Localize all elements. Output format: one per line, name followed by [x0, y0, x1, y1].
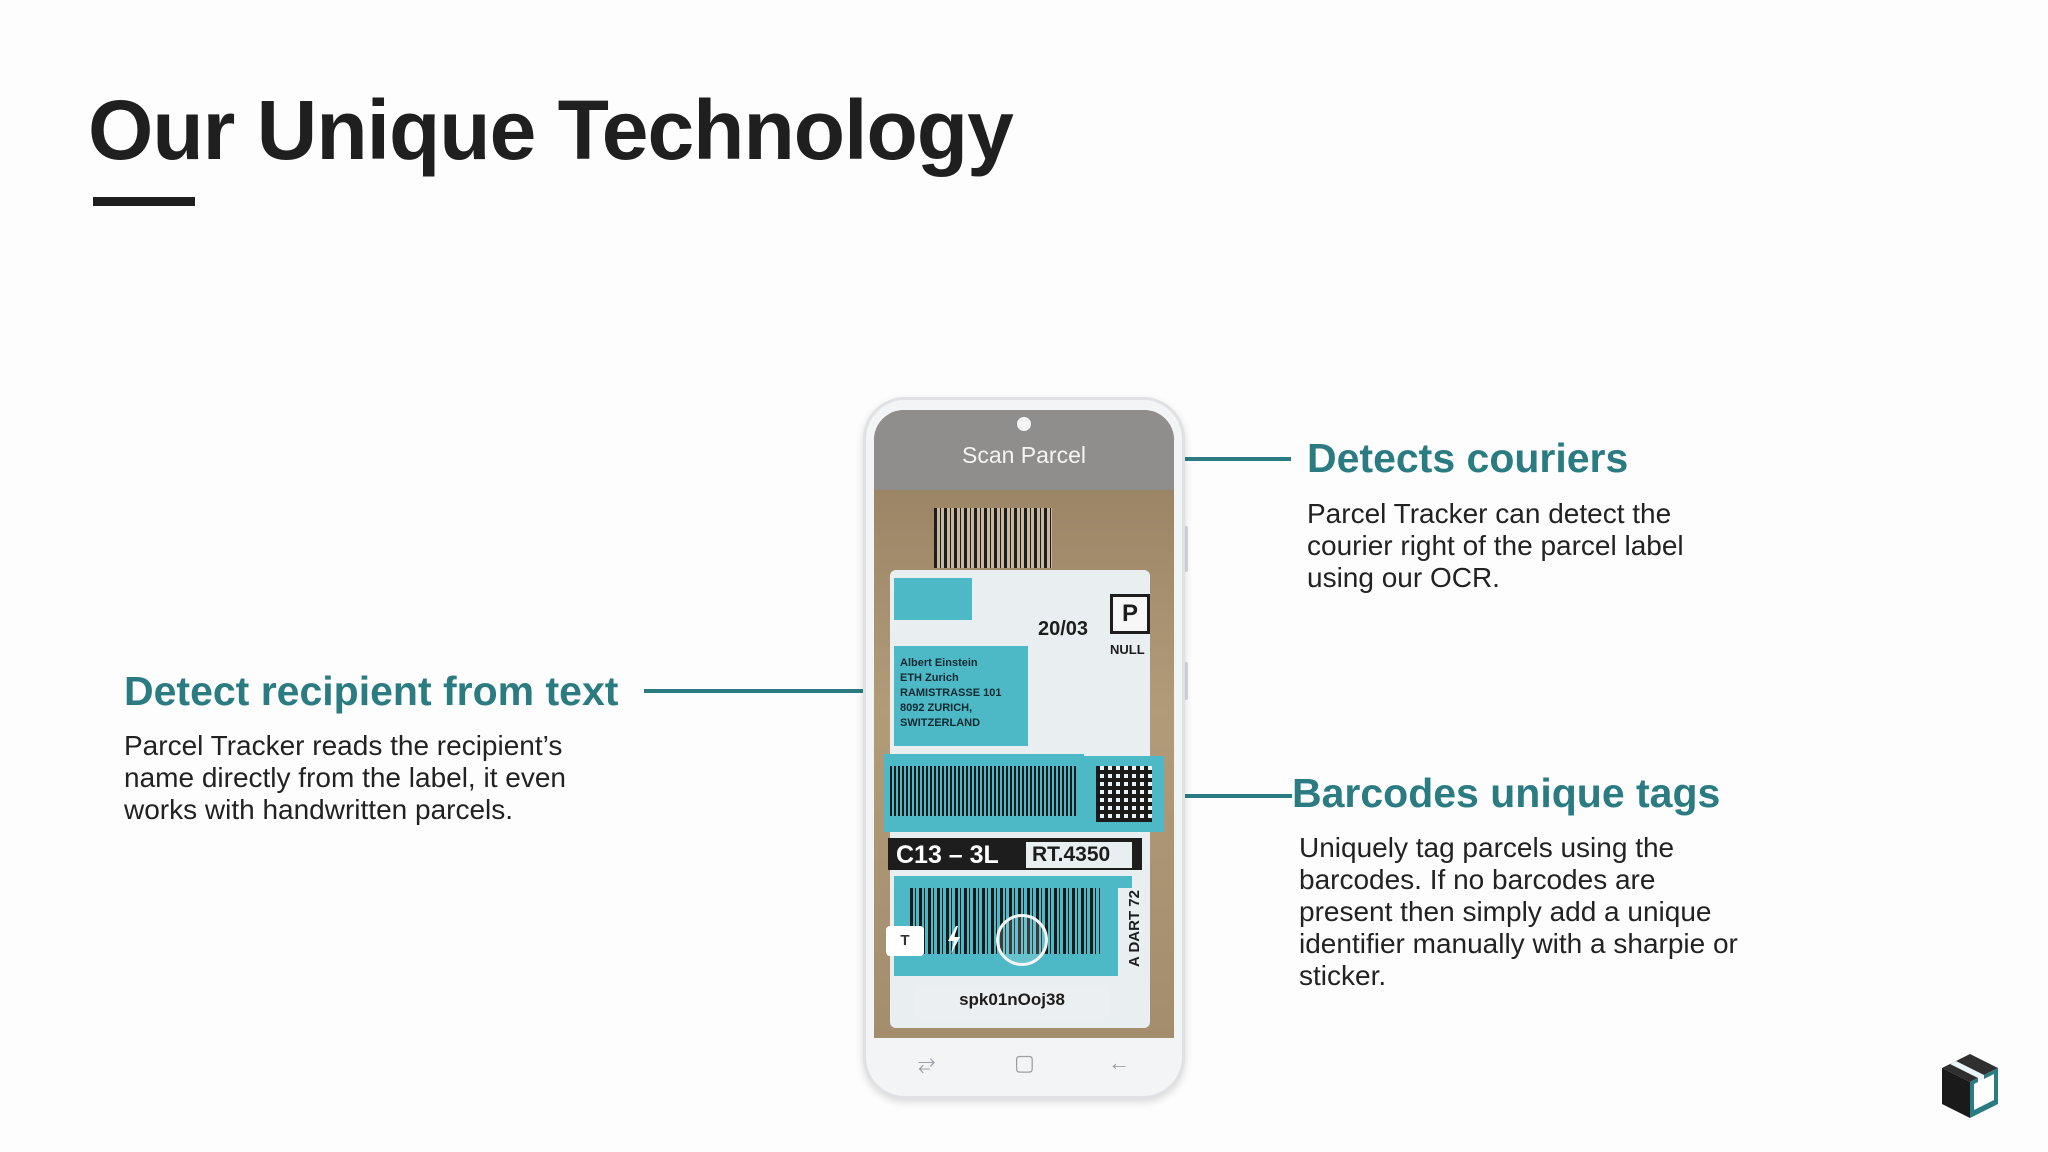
phone-screen: Scan Parcel 20/03 P NULL Albert Einstein…	[874, 410, 1174, 1038]
qr-code	[1096, 766, 1152, 822]
slide-title: Our Unique Technology	[88, 83, 1014, 177]
tag-id-text: spk01nOoj38	[959, 990, 1065, 1009]
barcodes-connector-line	[1150, 794, 1292, 798]
courier-code-box: P	[1110, 594, 1150, 634]
label-date: 20/03	[1038, 618, 1089, 640]
sender-address-highlight	[894, 578, 972, 620]
recent-apps-icon[interactable]: ⥂	[918, 1050, 936, 1075]
phone-volume-button	[1183, 526, 1188, 572]
phone-power-button	[1183, 662, 1188, 700]
side-code-text: A DART 72	[1125, 890, 1143, 967]
text-mode-button[interactable]: T	[886, 926, 924, 956]
top-barcode	[934, 508, 1052, 568]
phone-nav-bar: ⥂ ▢ ←	[874, 1038, 1174, 1088]
courier-sub-text: NULL	[1110, 642, 1145, 657]
home-icon[interactable]: ▢	[1014, 1050, 1035, 1075]
parcel-box-logo-icon	[1942, 1054, 1998, 1118]
front-camera-dot	[1017, 417, 1031, 431]
recipient-body: Parcel Tracker reads the recipient’s nam…	[124, 730, 566, 825]
recipient-address: Albert Einstein ETH Zurich RAMISTRASSE 1…	[900, 657, 1002, 729]
recipient-connector-line	[644, 689, 870, 693]
title-underline	[93, 197, 195, 206]
back-icon[interactable]: ←	[1108, 1050, 1130, 1075]
routing-code-right-box	[1026, 842, 1132, 868]
shutter-button[interactable]	[996, 914, 1048, 966]
middle-barcode	[890, 766, 1076, 816]
side-code-strip	[1118, 888, 1138, 976]
flash-icon[interactable]	[946, 926, 962, 954]
barcodes-heading: Barcodes unique tags	[1292, 770, 1721, 816]
routing-code-right: RT.4350	[1032, 843, 1111, 866]
tag-id-strip	[914, 986, 1110, 1018]
scan-parcel-title: Scan Parcel	[961, 442, 1086, 468]
couriers-heading: Detects couriers	[1307, 435, 1629, 481]
couriers-connector-horizontal	[1141, 457, 1291, 461]
barcodes-body: Uniquely tag parcels using the barcodes.…	[1299, 832, 1738, 991]
routing-code-left: C13 – 3L	[896, 841, 999, 869]
recipient-highlight	[894, 646, 1028, 746]
recipient-heading: Detect recipient from text	[124, 668, 619, 714]
couriers-body: Parcel Tracker can detect the courier ri…	[1307, 498, 1684, 593]
